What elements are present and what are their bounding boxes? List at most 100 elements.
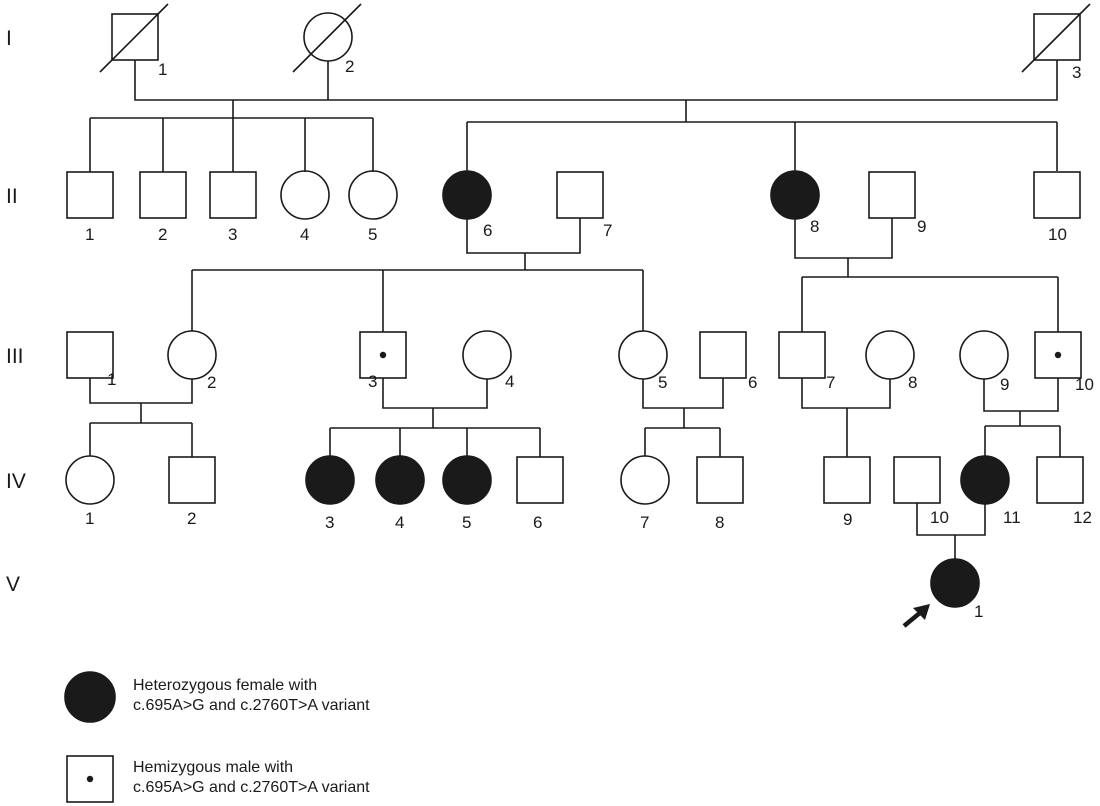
deceased-slash [1021, 3, 1091, 73]
affected-female-symbol [305, 455, 355, 505]
male-symbol [778, 331, 826, 379]
female-symbol [65, 455, 115, 505]
individual-number: 1 [158, 60, 167, 79]
individual-II-4: 4 [280, 170, 330, 244]
individual-number: 3 [368, 372, 377, 391]
individual-II-7: 7 [556, 171, 612, 240]
male-symbol [1036, 456, 1084, 504]
legend-text: Heterozygous female with [133, 677, 317, 694]
individual-III-9: 9 [959, 330, 1009, 394]
male-symbol [66, 171, 114, 219]
affected-female-symbol [960, 455, 1010, 505]
affected-female-symbol [375, 455, 425, 505]
female-symbol [959, 330, 1009, 380]
male-symbol [516, 456, 564, 504]
carrier-dot [379, 351, 387, 359]
male-symbol [209, 171, 257, 219]
female-symbol [618, 330, 668, 380]
individual-number: 6 [748, 373, 757, 392]
individual-II-3: 3 [209, 171, 257, 244]
individual-number: 10 [930, 508, 949, 527]
individual-number: 2 [187, 509, 196, 528]
partnership-line [794, 218, 893, 259]
partnership-line [801, 378, 891, 409]
individual-I-2: 2 [292, 3, 362, 76]
individual-number: 2 [158, 225, 167, 244]
generation-label: IV [6, 470, 26, 493]
individual-number: 9 [843, 510, 852, 529]
individual-IV-4: 4 [375, 455, 425, 532]
individual-III-4: 4 [462, 330, 514, 391]
female-symbol [620, 455, 670, 505]
generation-label: III [6, 345, 24, 368]
legend: Heterozygous female with c.695A>G and c.2… [64, 671, 370, 803]
individual-II-2: 2 [139, 171, 187, 244]
proband-arrow-shaft [902, 610, 923, 628]
legend-text: Hemizygous male with [133, 759, 293, 776]
individual-number: 7 [603, 221, 612, 240]
individual-number: 9 [917, 217, 926, 236]
individual-I-3: 3 [1021, 3, 1091, 82]
individual-I-1: 1 [99, 3, 169, 79]
male-symbol [823, 456, 871, 504]
individual-number: 1 [85, 225, 94, 244]
female-symbol [865, 330, 915, 380]
individual-III-7: 7 [778, 331, 835, 392]
individual-number: 8 [715, 513, 724, 532]
individual-number: 10 [1048, 225, 1067, 244]
individual-number: 12 [1073, 508, 1092, 527]
individual-number: 2 [345, 57, 354, 76]
partnership-line [916, 503, 986, 536]
male-symbol [699, 331, 747, 379]
individual-IV-8: 8 [696, 456, 744, 532]
partnership-line [382, 378, 488, 409]
male-symbol [139, 171, 187, 219]
individual-III-8: 8 [865, 330, 917, 392]
individual-IV-5: 5 [442, 455, 492, 532]
individual-III-6: 6 [699, 331, 757, 392]
carrier-dot [1054, 351, 1062, 359]
individual-IV-1: 1 [65, 455, 115, 528]
individual-number: 3 [228, 225, 237, 244]
female-symbol [280, 170, 330, 220]
male-symbol [868, 171, 916, 219]
individual-number: 7 [826, 373, 835, 392]
individual-V-1: 1 [902, 558, 983, 628]
male-symbol [893, 456, 941, 504]
male-symbol [1033, 171, 1081, 219]
individual-number: 4 [505, 372, 514, 391]
generation-label: II [6, 185, 18, 208]
individual-IV-12: 12 [1036, 456, 1092, 527]
individual-III-1: 1 [66, 331, 116, 389]
individual-number: 8 [908, 373, 917, 392]
male-symbol [168, 456, 216, 504]
individual-II-9: 9 [868, 171, 926, 236]
individual-number: 11 [1003, 508, 1021, 527]
individual-number: 3 [325, 513, 334, 532]
male-symbol [556, 171, 604, 219]
partnership-line [466, 218, 581, 254]
individual-III-10: 10 [1034, 331, 1094, 394]
male-symbol [696, 456, 744, 504]
individual-II-10: 10 [1033, 171, 1081, 244]
deceased-slash [99, 3, 169, 73]
individual-II-1: 1 [66, 171, 114, 244]
legend-text: c.695A>G and c.2760T>A variant [133, 779, 370, 796]
individual-number: 9 [1000, 375, 1009, 394]
individual-IV-10: 10 [893, 456, 949, 527]
individual-IV-7: 7 [620, 455, 670, 532]
individual-number: 10 [1075, 375, 1094, 394]
individual-IV-9: 9 [823, 456, 871, 529]
individual-number: 4 [395, 513, 404, 532]
generation-label: V [6, 573, 20, 596]
individual-number: 2 [207, 373, 216, 392]
individual-IV-3: 3 [305, 455, 355, 532]
proband-arrow-icon [913, 604, 930, 620]
female-symbol [348, 170, 398, 220]
individual-number: 5 [462, 513, 471, 532]
individual-number: 4 [300, 225, 309, 244]
affected-female-symbol [770, 170, 820, 220]
partnership-line [134, 60, 1058, 101]
legend-affected-female-symbol [64, 671, 116, 723]
